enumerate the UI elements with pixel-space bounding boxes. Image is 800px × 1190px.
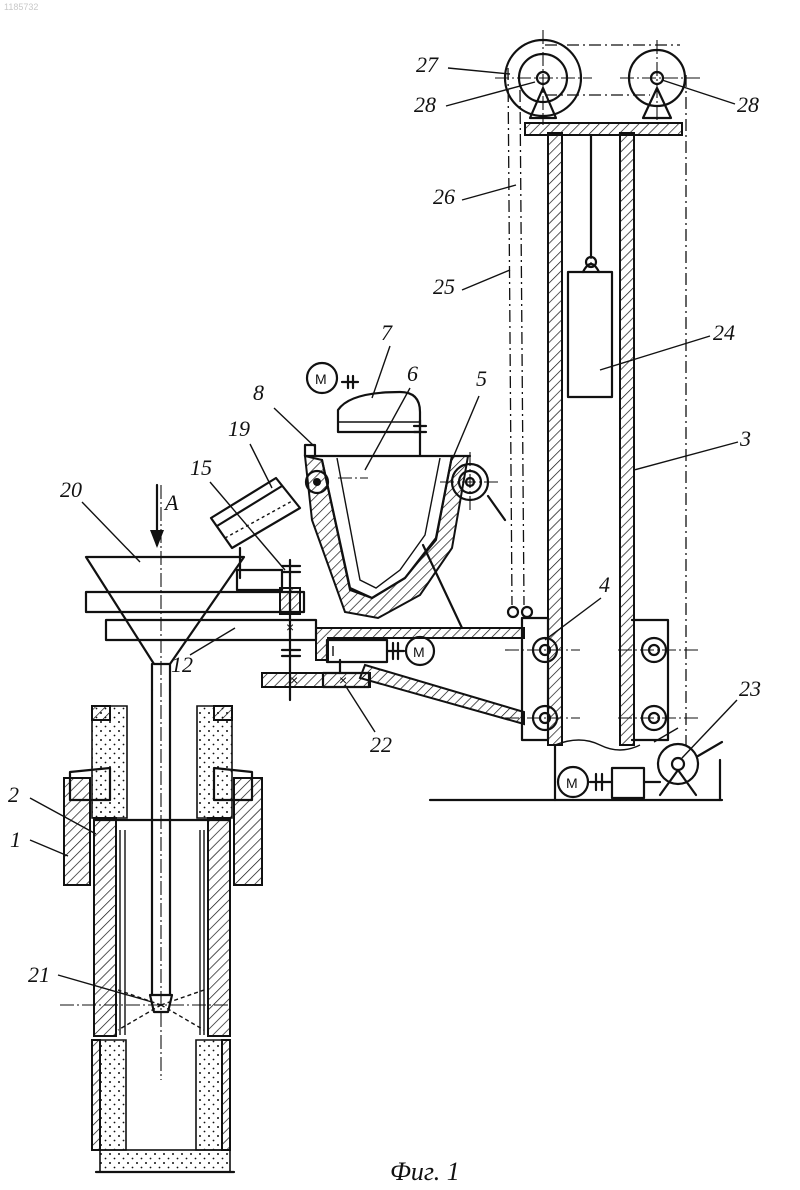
motor-lid: M: [307, 363, 337, 393]
label-4: 4: [599, 572, 610, 597]
svg-text:M: M: [413, 644, 425, 660]
label-21: 21: [28, 962, 50, 987]
label-8: 8: [253, 380, 264, 405]
label-5: 5: [476, 366, 487, 391]
pulley-left: [495, 30, 592, 125]
part-labels: 27 28 28 26 25 24 3 4 23 5 6 7 8 19 15 2…: [8, 52, 761, 1002]
label-23: 23: [739, 676, 761, 701]
figure-caption: Фиг. 1: [390, 1157, 460, 1186]
watermark-text: 1185732: [4, 2, 38, 12]
label-25: 25: [433, 274, 455, 299]
box-19: [211, 478, 300, 578]
label-6: 6: [407, 361, 418, 386]
tower-top-plate: [525, 123, 682, 135]
ladle: [305, 420, 505, 628]
svg-text:M: M: [315, 371, 327, 387]
label-20: 20: [60, 477, 82, 502]
motor-base: M: [558, 767, 588, 797]
svg-text:×: ×: [290, 672, 298, 688]
view-arrow-label: A: [163, 490, 179, 515]
label-3: 3: [739, 426, 751, 451]
counterweight: [568, 135, 612, 397]
svg-text:M: M: [566, 775, 578, 791]
pulley-right: [620, 40, 700, 122]
carriage: [505, 607, 700, 740]
label-1: 1: [10, 827, 21, 852]
svg-text:×: ×: [286, 619, 294, 635]
label-15: 15: [190, 455, 212, 480]
view-arrow: [150, 485, 164, 548]
label-28-right: 28: [737, 92, 759, 117]
label-19: 19: [228, 416, 250, 441]
label-12: 12: [171, 652, 193, 677]
motor-arm: M: [406, 637, 434, 665]
label-27: 27: [416, 52, 439, 77]
label-28-left: 28: [414, 92, 436, 117]
label-7: 7: [381, 320, 393, 345]
label-24: 24: [713, 320, 735, 345]
label-22: 22: [370, 732, 392, 757]
label-26: 26: [433, 184, 455, 209]
label-2: 2: [8, 782, 19, 807]
